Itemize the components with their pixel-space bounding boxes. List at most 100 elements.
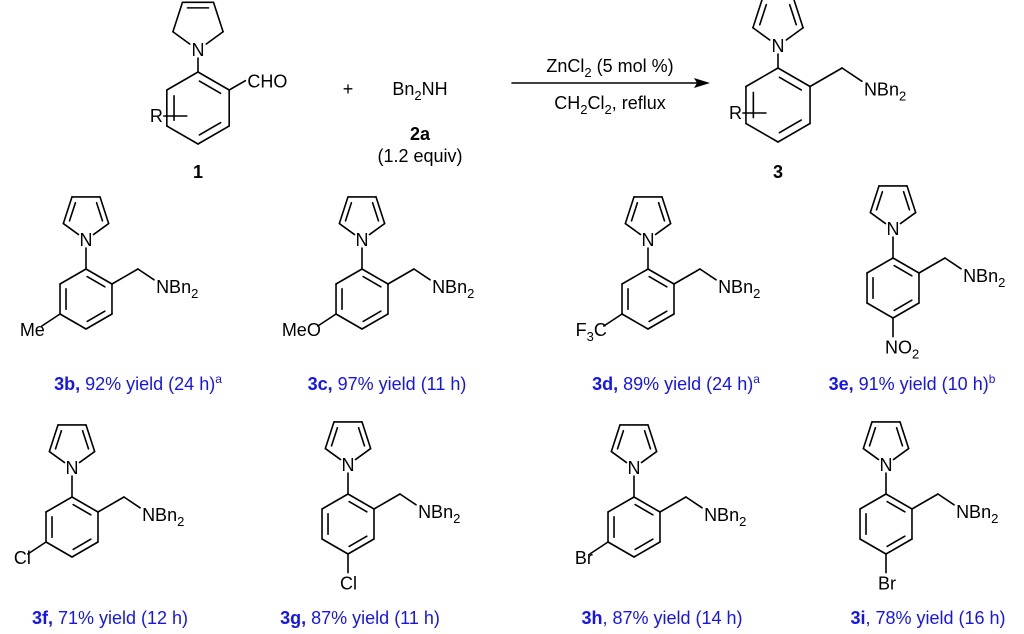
reactant-label: 1 xyxy=(193,162,203,182)
double-bond-line xyxy=(371,201,380,222)
double-bond-line xyxy=(95,201,104,222)
ring-bond xyxy=(59,313,87,330)
pyrrole-bond xyxy=(375,196,386,225)
pyrrole-bond xyxy=(172,1,184,33)
subscript: 2 xyxy=(453,511,460,526)
double-bond-line xyxy=(348,500,368,513)
compound-id: 3g, xyxy=(280,608,306,628)
pyrrole-bond xyxy=(92,222,110,236)
double-bond-line xyxy=(778,119,803,134)
ring-bond xyxy=(166,125,199,145)
ring-bond xyxy=(335,268,363,285)
pyrrole-bond xyxy=(654,222,672,236)
subscript: 2 xyxy=(580,102,587,117)
compound-caption: 3g, 87% yield (11 h) xyxy=(280,608,440,628)
dibenzylamino-group: NBn2 xyxy=(432,277,474,301)
double-bond-line xyxy=(648,275,668,288)
subscript: 2 xyxy=(739,514,746,529)
arrow-head-icon xyxy=(694,78,710,88)
substituent: Br xyxy=(575,548,593,568)
ring-bond xyxy=(745,67,779,88)
pyrrole-bond xyxy=(212,1,224,33)
text-part: NBn xyxy=(156,277,191,297)
nitrogen-atom: N xyxy=(642,230,655,250)
ring-bond xyxy=(347,538,375,555)
ring-bond xyxy=(745,122,779,143)
formyl-bond xyxy=(228,79,247,91)
r-group: R xyxy=(729,103,742,123)
yield-text: 92% yield (24 h) xyxy=(80,374,215,394)
nitrogen-atom: N xyxy=(192,40,205,60)
methylene-bond xyxy=(918,257,946,274)
nitrogen-atom: N xyxy=(342,455,355,475)
ring-bond xyxy=(885,493,913,510)
methylene-bond xyxy=(373,493,401,510)
pyrrole-bond xyxy=(368,222,386,236)
methylene-bond xyxy=(387,268,415,285)
solvent-condition: CH2Cl2, reflux xyxy=(554,93,666,117)
pyrrole-bond xyxy=(624,222,642,236)
dibenzylamino-group: NBn2 xyxy=(718,277,760,301)
text-part: Cl xyxy=(14,548,31,568)
double-bond-line xyxy=(86,275,106,288)
yield-text: 97% yield (11 h) xyxy=(333,374,467,394)
double-bond-line xyxy=(648,310,668,323)
ring-bond xyxy=(45,541,73,558)
double-bond-line xyxy=(893,264,913,277)
ring-bond xyxy=(361,268,389,285)
ring-bond xyxy=(71,496,99,513)
methylene-n-bond xyxy=(699,268,717,281)
r-group: R xyxy=(150,106,163,126)
ring-bond xyxy=(321,538,349,555)
text-part: NBn xyxy=(963,266,998,286)
text-part: NO xyxy=(885,338,912,358)
ring-bond xyxy=(45,496,73,513)
ring-bond xyxy=(647,268,675,285)
double-bond-line xyxy=(875,190,884,211)
compound-id: 3h xyxy=(581,608,602,628)
compound-caption: 3c, 97% yield (11 h) xyxy=(308,374,467,394)
methylene-bond xyxy=(97,496,125,513)
pyrrole-bond xyxy=(338,222,356,236)
text-part: F xyxy=(576,320,587,340)
yield-text: , 78% yield (16 h) xyxy=(865,608,1005,628)
double-bond-line xyxy=(893,299,913,312)
pyrrole-bond xyxy=(354,447,372,461)
nitrogen-atom: N xyxy=(772,36,785,56)
text-part: NBn xyxy=(142,505,177,525)
amine-equiv: (1.2 equiv) xyxy=(377,146,462,166)
dibenzylamino-group: NBn2 xyxy=(418,502,460,526)
text-part: Cl xyxy=(340,574,357,594)
ring-bond xyxy=(633,496,661,513)
double-bond-line xyxy=(330,426,339,447)
subscript: 2 xyxy=(177,514,184,529)
text-part: C xyxy=(594,320,607,340)
text-part: NBn xyxy=(704,505,739,525)
substituent: NO2 xyxy=(885,338,919,362)
pyrrole-bond xyxy=(869,185,880,214)
substituent: F3C xyxy=(576,320,607,344)
text-part: NBn xyxy=(418,502,453,522)
text-part: NBn xyxy=(432,277,467,297)
nitrogen-atom: N xyxy=(356,230,369,250)
text-part: , reflux xyxy=(612,93,666,113)
double-bond-line xyxy=(198,121,222,136)
double-bond-line xyxy=(657,201,666,222)
substituent-bond xyxy=(41,313,61,327)
nitrogen-atom: N xyxy=(880,455,893,475)
pyrrole-bond xyxy=(85,424,96,453)
ring-bond xyxy=(335,313,363,330)
dibenzylamino-group: NBn2 xyxy=(956,502,998,526)
pyrrole-bond xyxy=(752,26,771,41)
ring-bond xyxy=(859,493,887,510)
double-bond-line xyxy=(634,503,654,516)
subscript: 2 xyxy=(753,286,760,301)
text-part: Br xyxy=(575,548,593,568)
dibenzylamino-group: NBn2 xyxy=(142,505,184,529)
ring-bond xyxy=(866,257,894,274)
pyrrole-bond xyxy=(610,424,621,453)
pyrrole-bond xyxy=(661,196,672,225)
catalyst-condition: ZnCl2 (5 mol %) xyxy=(546,56,673,80)
